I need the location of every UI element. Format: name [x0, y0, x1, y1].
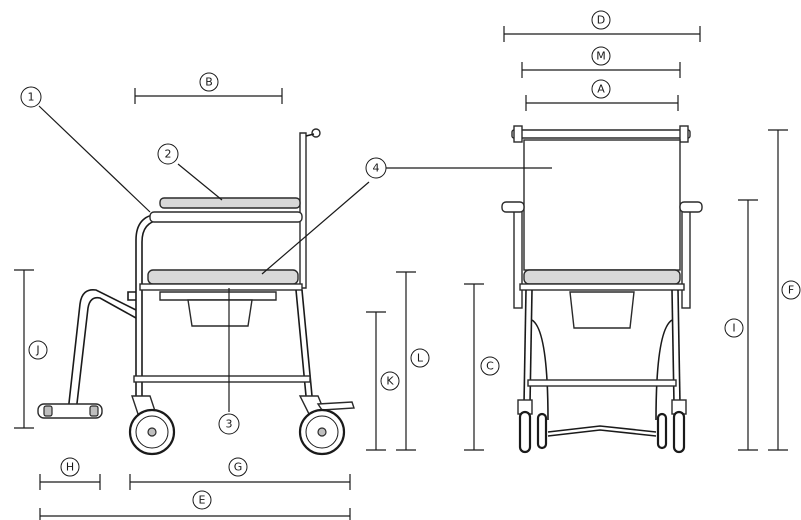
dim-label-j: J [35, 344, 39, 357]
footrest-bracket-inner [75, 296, 137, 413]
back-post [299, 132, 307, 289]
front-footplates [547, 425, 657, 433]
seat-pad [147, 269, 299, 285]
dim-label-f: F [788, 284, 794, 297]
dim-label-h: H [66, 461, 74, 474]
backrest-panel [523, 139, 681, 271]
foot-plate [37, 403, 103, 419]
front-seat-rail [519, 283, 685, 291]
dim-callout-k: K [380, 371, 400, 391]
part-label-2: 2 [165, 148, 172, 161]
front-leg-right [677, 289, 681, 405]
dim-label-g: G [234, 461, 243, 474]
part-label-3: 3 [226, 418, 233, 431]
lower-crossbar [133, 375, 311, 383]
front-wheel [128, 408, 176, 456]
lid [159, 197, 301, 209]
dim-label-e: E [199, 494, 206, 507]
front-caster-right [671, 399, 687, 454]
dim-callout-m: M [591, 46, 611, 66]
dim-callout-a: A [591, 79, 611, 99]
push-knob [311, 128, 321, 138]
dim-label-b: B [205, 76, 213, 89]
dim-callout-b: B [199, 72, 219, 92]
dim-callout-i: I [724, 318, 744, 338]
front-footplates-lower [547, 429, 657, 437]
footrest-arm [127, 291, 136, 301]
push-bar-cap-right [679, 125, 689, 143]
front-leg-left-inner [529, 289, 533, 405]
dim-label-a: A [597, 83, 605, 96]
dim-callout-f: F [781, 280, 801, 300]
dim-callout-g: G [228, 457, 248, 477]
front-caster-left [517, 399, 533, 454]
dim-callout-c: C [480, 356, 500, 376]
push-bar-cap-left [513, 125, 523, 143]
front-seat [523, 269, 681, 285]
dim-callout-h: H [60, 457, 80, 477]
front-frame-right [681, 207, 691, 309]
dim-label-d: D [597, 14, 605, 27]
front-frame-left [513, 207, 523, 309]
dim-callout-l: L [410, 348, 430, 368]
front-bucket [569, 291, 635, 329]
part-label-1: 1 [28, 91, 35, 104]
foot-plate-end-right [89, 405, 99, 417]
side-view [37, 128, 355, 456]
part-callout-2: 2 [157, 143, 179, 165]
brake-pedal [316, 401, 355, 411]
front-leg-right-inner [671, 289, 675, 405]
foot-plate-end [43, 405, 53, 417]
front-leg-left [523, 289, 527, 405]
dim-label-m: M [596, 50, 606, 63]
front-armrest-left [501, 201, 525, 213]
front-bracket-right [655, 319, 673, 421]
dim-callout-e: E [192, 490, 212, 510]
part-leader-lines [38, 105, 552, 412]
part-label-4: 4 [373, 162, 380, 175]
dim-label-l: L [417, 352, 424, 365]
dimension-lines [14, 26, 788, 520]
push-bar [511, 129, 691, 139]
front-bracket-left [531, 319, 549, 421]
dim-label-c: C [486, 360, 494, 373]
front-armrest-right [679, 201, 703, 213]
armrest-pad [149, 211, 303, 223]
dim-callout-j: J [28, 340, 48, 360]
knob-stem [305, 133, 315, 137]
dim-callout-d: D [591, 10, 611, 30]
commode-bucket [159, 291, 277, 301]
part-callout-1: 1 [20, 86, 42, 108]
commode-bucket-body [187, 299, 253, 327]
part-callout-4: 4 [365, 157, 387, 179]
part-callout-3: 3 [218, 413, 240, 435]
dim-label-k: K [386, 375, 394, 388]
front-caster-inner-left [536, 412, 548, 450]
rear-wheel [298, 408, 346, 456]
seat-frame-rail [139, 283, 303, 291]
front-crossbar [527, 379, 677, 387]
front-view [501, 125, 703, 454]
dim-label-i: I [732, 322, 735, 335]
front-caster-inner-right [656, 412, 668, 450]
footrest-bracket [67, 288, 137, 413]
